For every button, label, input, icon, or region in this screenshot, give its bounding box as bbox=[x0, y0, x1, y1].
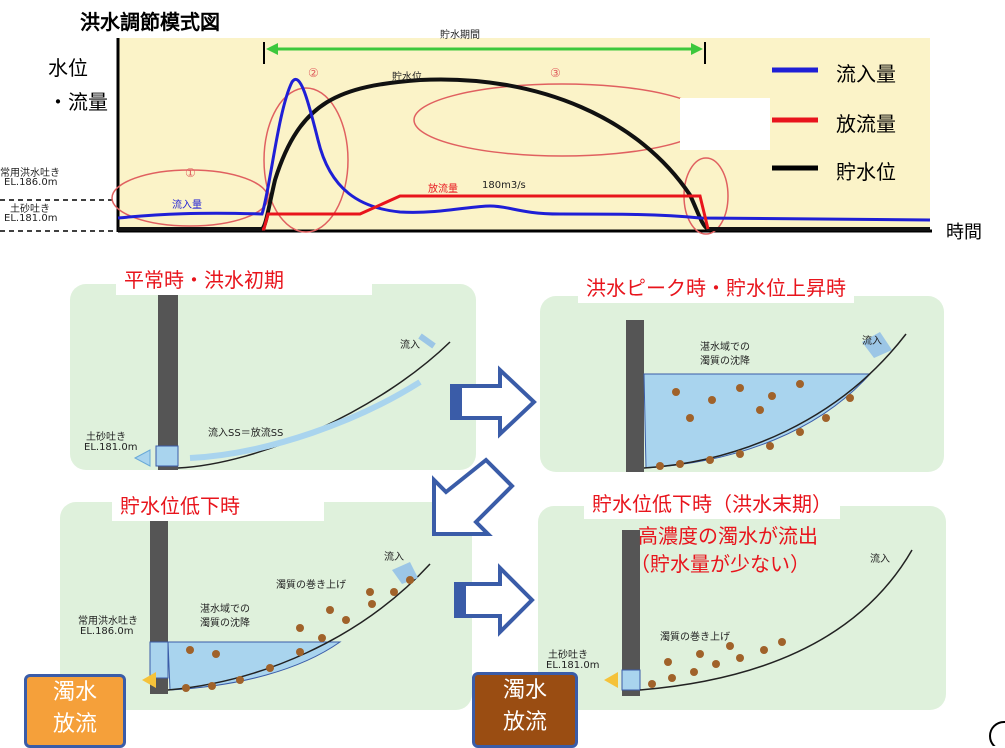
p3-inflow: 流入 bbox=[384, 552, 404, 563]
particles-p2 bbox=[656, 380, 854, 470]
legend-white-box bbox=[680, 98, 770, 150]
p2-note-1: 湛水域での bbox=[700, 342, 750, 353]
water-level-curve-label: 貯水位 bbox=[392, 72, 422, 83]
reservoir-water-p2 bbox=[643, 373, 872, 469]
p3-outlet: 常用洪水吐き bbox=[78, 616, 138, 627]
inflow-curve-label: 流入量 bbox=[172, 200, 202, 211]
diagram-title: 洪水調節模式図 bbox=[80, 10, 220, 34]
dam-p1 bbox=[158, 294, 178, 470]
regular-outlet-el: EL.186.0m bbox=[4, 177, 58, 188]
y-label-water-level: 水位 bbox=[48, 56, 88, 80]
phase-1-ellipse bbox=[111, 169, 269, 227]
p3-rollup: 濁質の巻き上げ bbox=[276, 580, 346, 591]
tag-1-line-1: 濁水 bbox=[52, 680, 97, 705]
arrow-p3-to-p4 bbox=[454, 563, 535, 637]
graph-background bbox=[118, 38, 930, 230]
header-peak: 洪水ピーク時・貯水位上昇時 bbox=[578, 270, 854, 303]
p2-inflow: 流入 bbox=[862, 336, 882, 347]
p4-rollup: 濁質の巻き上げ bbox=[660, 632, 730, 643]
p4-outlet: 土砂吐き bbox=[548, 650, 588, 661]
particles-p4 bbox=[648, 638, 786, 688]
turbid-discharge-tag-2: 濁水 放流 bbox=[472, 672, 578, 748]
storage-period-label: 貯水期間 bbox=[440, 30, 480, 41]
p3-note-1: 湛水域での bbox=[200, 604, 250, 615]
dam-p4 bbox=[622, 530, 640, 696]
arrow-p1-to-p2 bbox=[450, 365, 537, 439]
flood-end-subtitle-2: （貯水量が少ない） bbox=[630, 552, 810, 576]
sediment-outlet-el: EL.181.0m bbox=[4, 213, 58, 224]
flood-end-subtitle-1: 高濃度の濁水が流出 bbox=[638, 524, 818, 548]
tag-2-line-1: 濁水 bbox=[502, 678, 547, 703]
outflow-curve bbox=[262, 194, 710, 231]
particles-p3 bbox=[182, 576, 414, 692]
reservoir-panels-drawing bbox=[133, 294, 1005, 746]
x-label-time: 時間 bbox=[946, 222, 982, 243]
p3-outlet-el: EL.186.0m bbox=[80, 626, 134, 637]
outflow-curve-label: 放流量 bbox=[428, 184, 458, 195]
dam-p2 bbox=[626, 320, 644, 472]
flood-control-graph bbox=[0, 38, 932, 235]
phase-2-marker: ② bbox=[308, 66, 319, 80]
p1-inflow: 流入 bbox=[400, 340, 420, 351]
regular-outlet-label: 常用洪水吐き bbox=[0, 168, 60, 179]
p1-balance: 流入SS＝放流SS bbox=[208, 428, 284, 439]
header-normal: 平常時・洪水初期 bbox=[116, 262, 372, 295]
sediment-outlet-label: 土砂吐き bbox=[10, 204, 50, 215]
header-flood-end: 貯水位低下時（洪水末期） bbox=[584, 486, 840, 519]
legend-outflow: 放流量 bbox=[836, 112, 896, 136]
inflow-curve bbox=[117, 78, 931, 222]
panel-flood-end bbox=[538, 506, 946, 710]
p4-outlet-el: EL.181.0m bbox=[546, 660, 600, 671]
tag-2-line-2: 放流 bbox=[502, 710, 547, 735]
p2-note-2: 濁質の沈降 bbox=[700, 356, 750, 367]
p1-outlet-el: EL.181.0m bbox=[84, 442, 138, 453]
p4-inflow: 流入 bbox=[870, 554, 890, 565]
y-label-flow: ・流量 bbox=[48, 90, 108, 114]
header-falling: 貯水位低下時 bbox=[112, 488, 324, 521]
legend-inflow: 流入量 bbox=[836, 62, 896, 86]
p1-outlet: 土砂吐き bbox=[86, 432, 126, 443]
legend-water-level: 貯水位 bbox=[836, 160, 896, 184]
turbid-discharge-tag-1: 濁水 放流 bbox=[24, 674, 126, 748]
tag-1-line-2: 放流 bbox=[52, 712, 97, 737]
p3-note-2: 濁質の沈降 bbox=[200, 618, 250, 629]
phase-2-ellipse bbox=[263, 87, 349, 233]
outflow-value: 180m3/s bbox=[482, 180, 526, 191]
phase-1-marker: ① bbox=[185, 166, 196, 180]
arrow-p2-to-p3 bbox=[432, 457, 515, 536]
phase-3-marker: ③ bbox=[550, 66, 561, 80]
